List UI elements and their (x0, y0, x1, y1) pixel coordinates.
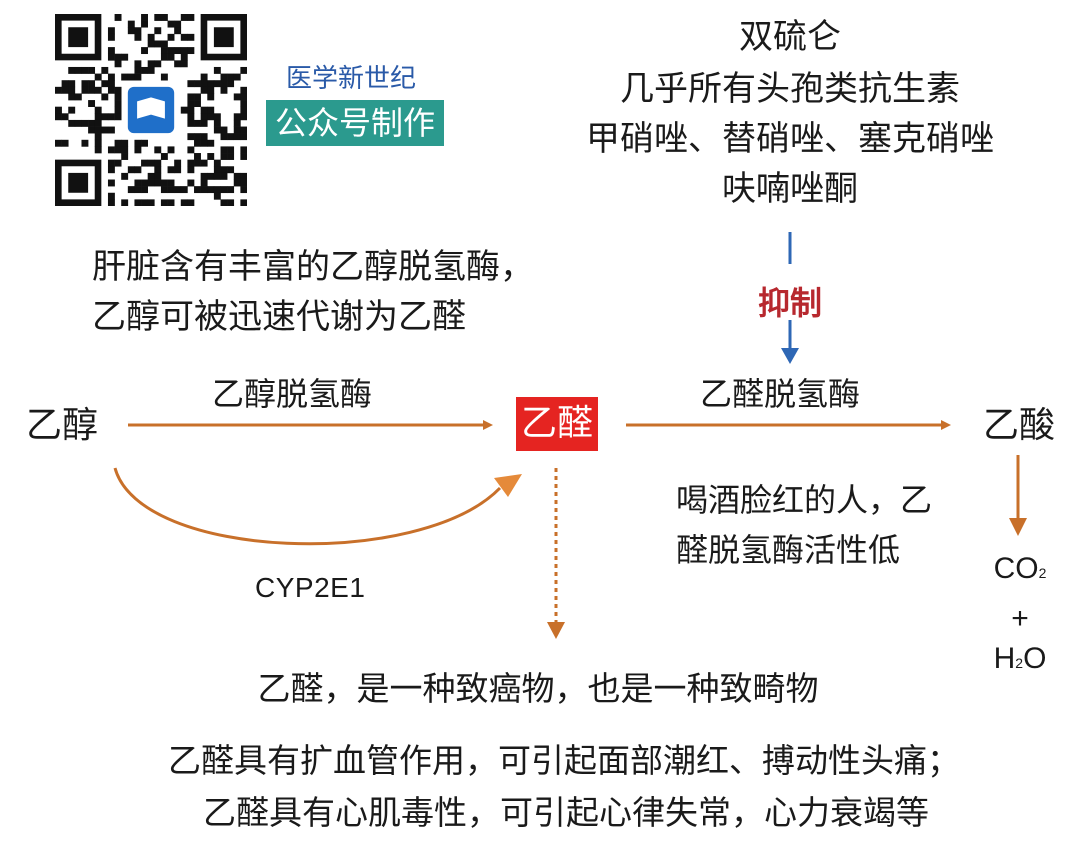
node-ethanol: 乙醇 (26, 405, 99, 446)
inhibit-label: 抑制 (757, 284, 822, 322)
arrow-cyp2e1-curve (113, 467, 502, 546)
flush-note-line-2: 醛脱氢酶活性低 (676, 531, 901, 569)
inhibitor-disulfiram: 双硫仑 (739, 17, 841, 57)
product-plus: + (1011, 602, 1029, 635)
liver-note-line-1: 肝脏含有丰富的乙醇脱氢酶， (92, 247, 534, 287)
arrow-cyp2e1-head (494, 474, 522, 497)
inhibitor-nitroimidazoles: 甲硝唑、替硝唑、塞克硝唑 (586, 119, 994, 159)
arrow-acid-to-products-head (1009, 518, 1027, 536)
arrow-acetaldehyde-effects-head (547, 622, 565, 639)
inhibitor-furazolidone: 呋喃唑酮 (722, 169, 858, 209)
effect-cardiotoxicity: 乙醛具有心肌毒性，可引起心律失常，心力衰竭等 (203, 793, 929, 832)
qr-code-image (55, 14, 247, 206)
enzyme-aldh-label: 乙醛脱氢酶 (700, 375, 861, 413)
enzyme-adh-label: 乙醇脱氢酶 (212, 375, 373, 413)
brand-label: 公众号制作 (266, 100, 444, 146)
inhibit-arrow-head (781, 348, 799, 364)
product-h2o: H2O (993, 642, 1047, 675)
flush-note-line-1: 喝酒脸红的人，乙 (676, 481, 933, 519)
inhibitor-cephalosporins: 几乎所有头孢类抗生素 (620, 69, 960, 109)
product-co2: CO2 (993, 552, 1047, 585)
enzyme-cyp2e1-label: CYP2E1 (255, 572, 366, 603)
node-acetic-acid: 乙酸 (983, 405, 1056, 446)
brand-name: 医学新世纪 (286, 64, 417, 94)
node-acetaldehyde: 乙醛 (516, 397, 598, 451)
liver-note-line-2: 乙醇可被迅速代谢为乙醛 (92, 297, 466, 337)
effect-vasodilation: 乙醛具有扩血管作用，可引起面部潮红、搏动性头痛； (168, 741, 960, 780)
effect-carcinogen: 乙醛，是一种致癌物，也是一种致畸物 (257, 669, 819, 708)
